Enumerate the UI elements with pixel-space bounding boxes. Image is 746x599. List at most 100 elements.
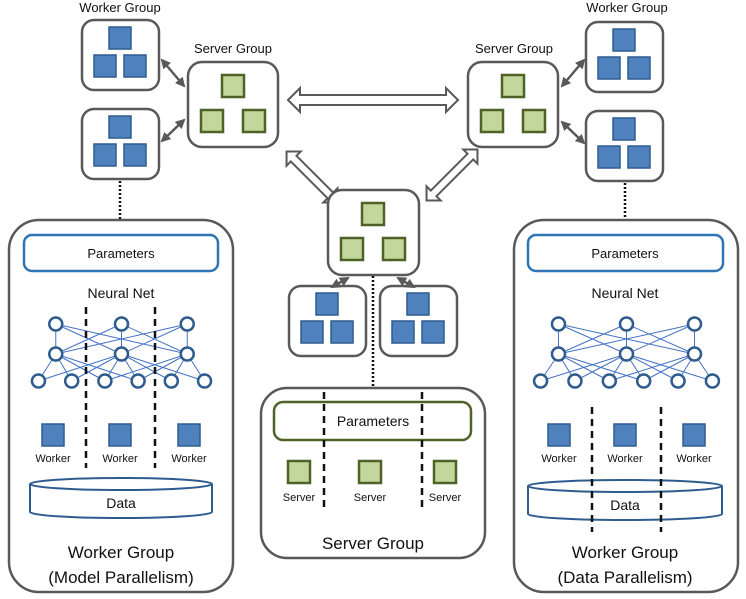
neuron-node bbox=[567, 373, 583, 389]
neuron-node bbox=[635, 373, 652, 389]
worker-node-icon bbox=[627, 145, 651, 169]
net-edge bbox=[574, 353, 627, 382]
server-node-icon bbox=[500, 73, 526, 99]
server-node-icon bbox=[432, 459, 458, 485]
right-panel-subtitle: (Data Parallelism) bbox=[557, 568, 692, 587]
server-node-icon bbox=[199, 108, 225, 134]
worker-node-icon bbox=[597, 145, 621, 169]
worker-node-icon bbox=[123, 54, 147, 78]
net-edge bbox=[104, 353, 188, 382]
worker-node-icon bbox=[108, 423, 132, 447]
net-edge bbox=[71, 353, 122, 382]
right-neural-net-label: Neural Net bbox=[592, 285, 659, 301]
neuron-node bbox=[48, 346, 64, 362]
worker-node-icon bbox=[682, 423, 706, 447]
neuron-node bbox=[601, 373, 618, 389]
worker-node-icon bbox=[177, 423, 201, 447]
worker-node-icon bbox=[627, 56, 651, 80]
server-node-icon bbox=[220, 73, 246, 99]
neuron-node bbox=[550, 346, 567, 362]
net-edge bbox=[558, 323, 695, 355]
neuron-node bbox=[179, 346, 195, 362]
server-node-icon bbox=[381, 236, 407, 262]
worker-node-icon bbox=[612, 117, 636, 141]
worker-node-icon bbox=[108, 115, 132, 139]
left-neural-net bbox=[30, 316, 213, 389]
neuron-node bbox=[618, 346, 635, 362]
right-worker-group-panel bbox=[512, 218, 740, 594]
neuron-node bbox=[130, 373, 146, 389]
worker-node-icon bbox=[93, 54, 117, 78]
net-edge bbox=[609, 353, 695, 382]
top-right-server-group-label: Server Group bbox=[475, 41, 553, 56]
neuron-node bbox=[30, 373, 47, 389]
right-workers: Worker Worker Worker bbox=[541, 423, 712, 465]
right-parameters-box: Parameters bbox=[526, 233, 725, 273]
center-parameters-box: Parameters bbox=[272, 400, 473, 442]
center-servers: Server Server Server bbox=[283, 459, 462, 504]
neuron-node bbox=[532, 373, 549, 389]
server-node-icon bbox=[521, 108, 547, 134]
right-neural-net bbox=[532, 316, 721, 389]
left-panel-subtitle: (Model Parallelism) bbox=[48, 568, 193, 587]
right-parameters-label: Parameters bbox=[591, 246, 659, 261]
server-node-icon bbox=[360, 201, 386, 227]
neuron-node bbox=[113, 346, 130, 362]
net-edge bbox=[137, 353, 188, 382]
server-label: Server bbox=[283, 492, 316, 504]
neuron-node bbox=[63, 373, 80, 389]
worker-label: Worker bbox=[607, 453, 643, 465]
left-data-cylinder: Data bbox=[29, 477, 213, 519]
net-edge bbox=[540, 353, 627, 382]
worker-label: Worker bbox=[676, 453, 712, 465]
worker-node-icon bbox=[597, 56, 621, 80]
worker-node-icon bbox=[315, 292, 339, 316]
neuron-node bbox=[179, 316, 195, 332]
worker-label: Worker bbox=[35, 453, 71, 465]
left-parameters-label: Parameters bbox=[87, 246, 155, 261]
neuron-node bbox=[163, 373, 180, 389]
net-edge bbox=[38, 353, 122, 382]
top-left-worker-group-label: Worker Group bbox=[79, 0, 160, 15]
left-worker-group-panel bbox=[7, 218, 235, 594]
net-edge bbox=[558, 323, 627, 355]
server-label: Server bbox=[429, 492, 462, 504]
server-sync-arrow-horizontal bbox=[286, 85, 460, 115]
worker-node-icon bbox=[406, 292, 430, 316]
worker-node-icon bbox=[41, 423, 65, 447]
connector-arrow bbox=[160, 118, 186, 143]
net-edge bbox=[55, 323, 122, 355]
neuron-node bbox=[48, 316, 64, 332]
neuron-node bbox=[196, 373, 213, 389]
server-label: Server bbox=[354, 492, 387, 504]
right-data-label: Data bbox=[610, 497, 640, 513]
right-panel-title: Worker Group bbox=[572, 543, 678, 562]
worker-node-icon bbox=[93, 143, 117, 167]
center-parameters-label: Parameters bbox=[337, 413, 409, 429]
neuron-node bbox=[670, 373, 686, 389]
connector-arrow bbox=[396, 276, 416, 289]
neuron-node bbox=[97, 373, 113, 389]
worker-node-icon bbox=[330, 320, 354, 344]
left-parameters-box: Parameters bbox=[22, 233, 220, 273]
top-left-server-group-label: Server Group bbox=[194, 41, 272, 56]
worker-node-icon bbox=[391, 320, 415, 344]
net-edge bbox=[626, 323, 695, 355]
server-sync-arrow-right-diagonal bbox=[425, 148, 479, 202]
server-node-icon bbox=[357, 459, 383, 485]
neuron-node bbox=[618, 316, 635, 332]
left-neural-net-label: Neural Net bbox=[88, 285, 155, 301]
server-node-icon bbox=[479, 108, 505, 134]
neuron-node bbox=[113, 316, 130, 332]
worker-node-icon bbox=[613, 423, 637, 447]
server-node-icon bbox=[339, 236, 365, 262]
worker-label: Worker bbox=[541, 453, 577, 465]
worker-node-icon bbox=[421, 320, 445, 344]
connector-arrow bbox=[560, 58, 586, 88]
connector-arrow bbox=[160, 58, 186, 88]
net-edge bbox=[55, 323, 188, 355]
connector-arrow bbox=[560, 120, 586, 145]
neuron-node bbox=[550, 316, 567, 332]
